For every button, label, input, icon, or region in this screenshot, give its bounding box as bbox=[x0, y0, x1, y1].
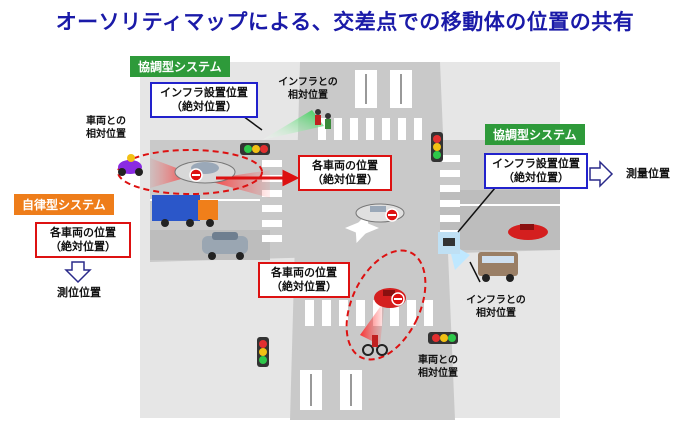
vehicle-marker-icon bbox=[385, 208, 399, 222]
vehicle-range-ellipse-left bbox=[117, 149, 263, 195]
crosswalk-top bbox=[318, 118, 422, 140]
lane-arrow-marks bbox=[310, 74, 402, 406]
infra-beam-top bbox=[262, 110, 324, 140]
relative-to-vehicle-line2: 相対位置 bbox=[418, 368, 458, 379]
cyclist-icon bbox=[362, 335, 388, 356]
vehicle-position-line2: （絶対位置） bbox=[312, 173, 378, 186]
pedestrian-icon bbox=[315, 109, 331, 129]
vehicle-marker-icon bbox=[189, 168, 203, 182]
vehicle-range-ellipse-bottom bbox=[345, 249, 427, 361]
infra-position-box-right: インフラ設置位置 （絶対位置） bbox=[484, 153, 588, 189]
vehicle-beam-bottom bbox=[360, 300, 385, 345]
diagram-title: オーソリティマップによる、交差点での移動体の位置の共有 bbox=[55, 10, 635, 34]
relative-to-infra-line1: インフラとの bbox=[278, 77, 338, 88]
vehicle-position-box-top: 各車両の位置 （絶対位置） bbox=[298, 155, 392, 191]
infra-position-box-left: インフラ設置位置 （絶対位置） bbox=[150, 82, 258, 118]
relative-to-infra-label-right: インフラとの 相対位置 bbox=[456, 294, 536, 320]
autonomous-system-tag: 自律型システム bbox=[14, 194, 114, 215]
relative-to-vehicle-line1: 車両との bbox=[418, 355, 458, 366]
vehicle-position-line1: 各車両の位置 bbox=[312, 159, 378, 172]
infra-position-line1: インフラ設置位置 bbox=[160, 86, 248, 99]
motorcycle-icon bbox=[118, 154, 143, 176]
vehicle-position-line1: 各車両の位置 bbox=[271, 266, 337, 279]
traffic-light-icon bbox=[257, 337, 269, 367]
relative-to-infra-line2: 相対位置 bbox=[288, 90, 328, 101]
vehicle-position-line1: 各車両の位置 bbox=[50, 226, 116, 239]
vehicle-marker-icon bbox=[391, 292, 405, 306]
infra-position-line2: （絶対位置） bbox=[503, 171, 569, 184]
relative-to-vehicle-line1: 車両との bbox=[86, 116, 126, 127]
relative-to-infra-line1: インフラとの bbox=[466, 295, 526, 306]
cooperative-system-tag-right: 協調型システム bbox=[485, 124, 585, 145]
traffic-light-icon bbox=[431, 132, 443, 162]
infra-position-line1: インフラ設置位置 bbox=[492, 157, 580, 170]
relative-to-infra-label-top: インフラとの 相対位置 bbox=[268, 76, 348, 102]
vehicle-position-line2: （絶対位置） bbox=[50, 240, 116, 253]
relative-to-infra-line2: 相対位置 bbox=[476, 308, 516, 319]
car-icon bbox=[174, 160, 236, 184]
cooperative-system-tag-left: 協調型システム bbox=[130, 56, 230, 77]
roadside-sensor-icon bbox=[438, 232, 460, 254]
traffic-light-icon bbox=[428, 332, 458, 344]
survey-position-label: 測量位置 bbox=[626, 167, 670, 180]
minivan-icon bbox=[202, 232, 248, 260]
infra-position-line2: （絶対位置） bbox=[171, 100, 237, 113]
bus-icon bbox=[478, 252, 518, 282]
relative-to-vehicle-label-left: 車両との 相対位置 bbox=[76, 115, 136, 141]
vehicle-position-line2: （絶対位置） bbox=[271, 280, 337, 293]
relative-to-vehicle-label-bottom: 車両との 相対位置 bbox=[408, 354, 468, 380]
vehicle-beam-left bbox=[150, 158, 195, 188]
positioning-position-label: 測位位置 bbox=[57, 286, 101, 299]
truck-icon bbox=[152, 195, 218, 227]
vehicle-position-box-center: 各車両の位置 （絶対位置） bbox=[258, 262, 350, 298]
traffic-light-icon bbox=[240, 143, 270, 155]
vehicle-position-box-left: 各車両の位置 （絶対位置） bbox=[35, 222, 131, 258]
positioning-arrow-icon bbox=[64, 261, 92, 284]
relative-to-vehicle-line2: 相対位置 bbox=[86, 129, 126, 140]
survey-arrow-icon bbox=[589, 160, 614, 188]
red-arrow-connector bbox=[216, 169, 300, 187]
red-car-icon bbox=[508, 224, 548, 240]
